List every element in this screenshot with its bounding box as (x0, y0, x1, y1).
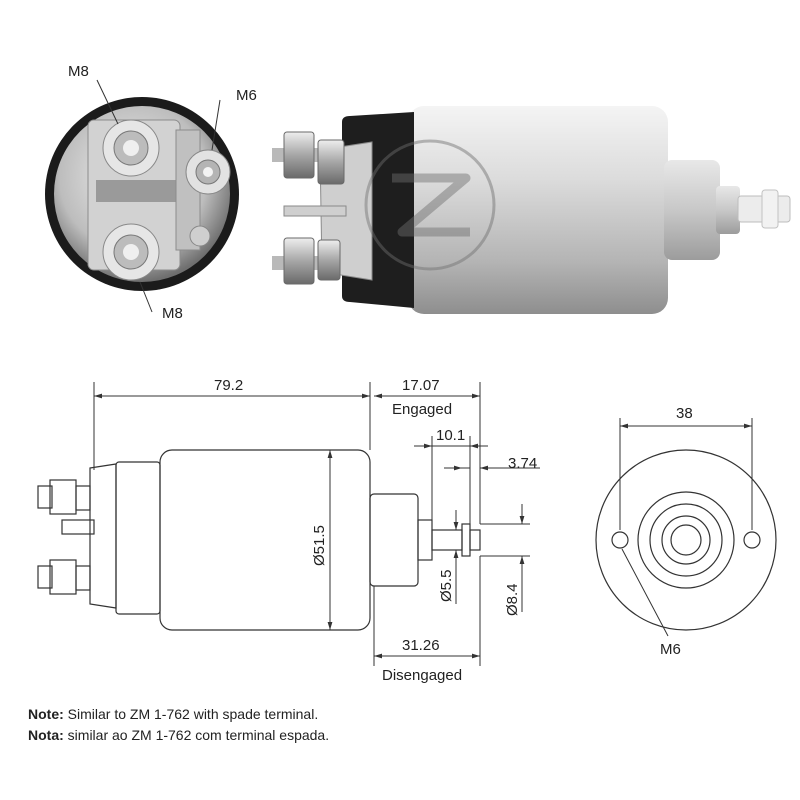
note-english: Note: Similar to ZM 1-762 with spade ter… (28, 706, 319, 722)
label-m6-small: M6 (236, 87, 257, 104)
label-disengaged: Disengaged (382, 667, 462, 684)
dim-overall-length: 79.2 (214, 377, 243, 394)
mount-hole-left (611, 531, 629, 549)
dim-tip-diameter: Ø8.4 (504, 583, 521, 616)
label-m8-top: M8 (68, 63, 89, 80)
dim-mount-spacing: 38 (676, 405, 693, 422)
dim-engaged-travel: 17.07 (402, 377, 440, 394)
solenoid-side-photo (272, 106, 791, 314)
dim-body-diameter: Ø51.5 (311, 525, 328, 566)
note-portuguese: Nota: similar ao ZM 1-762 com terminal e… (28, 727, 330, 743)
label-m8-bottom: M8 (162, 305, 183, 322)
dim-tip-length: 3.74 (508, 455, 537, 472)
mount-hole-right (743, 531, 761, 549)
notes-block: Note: Similar to ZM 1-762 with spade ter… (28, 704, 329, 746)
m8-top-terminal (102, 119, 160, 177)
terminal-end-view-photo: M8 M6 M8 (45, 63, 257, 322)
dim-plunger-step: 10.1 (436, 427, 465, 444)
dim-disengaged-travel: 31.26 (402, 637, 440, 654)
side-view-drawing: 79.2 17.07 Engaged 10.1 3.74 Ø51.5 Ø5.5 (37, 377, 540, 684)
m6-small-terminal (185, 149, 231, 195)
label-mount-thread: M6 (660, 641, 681, 658)
m8-bottom-terminal (102, 223, 160, 281)
zm-logo-icon (364, 139, 496, 271)
dim-shaft-diameter: Ø5.5 (438, 569, 455, 602)
front-view-drawing: 38 M6 (595, 405, 777, 658)
label-engaged: Engaged (392, 401, 452, 418)
